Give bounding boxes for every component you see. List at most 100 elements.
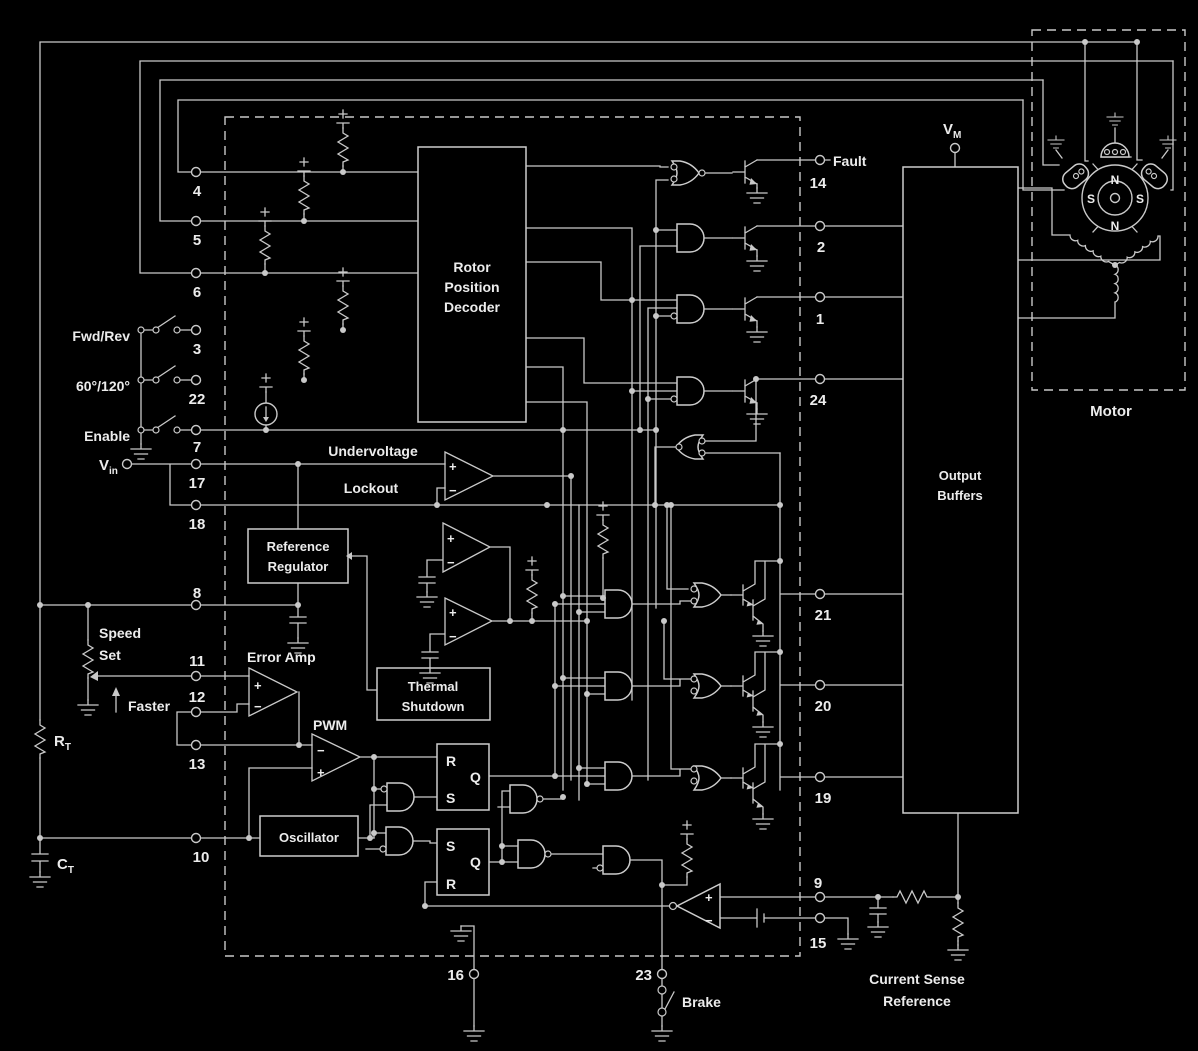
pwm-plus: +: [317, 765, 325, 780]
pin-14-terminal: [814, 154, 826, 166]
pin-15-label: 15: [810, 935, 827, 952]
output-transistors: [730, 159, 781, 815]
pwm-minus: −: [317, 743, 325, 758]
output-buffers-block: Output Buffers: [902, 166, 1019, 814]
pin-22-terminal: [190, 374, 202, 386]
pin-22-label: 22: [189, 391, 206, 408]
decoder-label-1: Rotor: [453, 259, 491, 275]
error-amp-minus: −: [254, 699, 262, 714]
brake-switch-contact: [657, 1007, 667, 1017]
error-amp-plus: +: [254, 678, 262, 693]
pin-terminals: [121, 142, 961, 1017]
oscillator-block: Oscillator: [259, 815, 359, 857]
pin-5-terminal: [190, 215, 202, 227]
decoder-label-2: Position: [444, 279, 499, 295]
pin-18-label: 18: [189, 516, 206, 533]
pin-16-label: 16: [447, 967, 464, 984]
pin-12-label: 12: [189, 689, 206, 706]
pin-7-label: 7: [193, 439, 201, 456]
pin-6-terminal: [190, 267, 202, 279]
passive-components: [34, 109, 964, 942]
ic-boundary: [224, 116, 801, 957]
pin-10-label: 10: [193, 849, 210, 866]
rs-latch-1: R Q S: [436, 743, 490, 811]
pin-11-terminal: [190, 670, 202, 682]
pin-2-terminal: [814, 220, 826, 232]
pin-16-terminal: [468, 968, 480, 980]
refreg-label-1: Reference: [267, 539, 330, 554]
lockout-label: Lockout: [344, 480, 399, 496]
uv-comp2-minus: −: [447, 555, 455, 570]
pin-7-terminal: [190, 424, 202, 436]
pin-12-terminal: [190, 706, 202, 718]
vm-label: VM: [943, 121, 961, 141]
current-sense-comparator: [675, 882, 721, 930]
pin-1-label: 1: [816, 311, 824, 328]
pin-17-label: 17: [189, 475, 206, 492]
hall-sensor-right-icon: [1140, 163, 1168, 190]
pin-13-label: 13: [189, 756, 206, 773]
pot-wiper-arrow-icon: [90, 671, 98, 681]
pin-4-terminal: [190, 166, 202, 178]
pin-23-terminal: [656, 968, 668, 980]
reference-regulator-block: Reference Regulator: [247, 528, 352, 584]
rotor-position-decoder-block: Rotor Position Decoder: [417, 146, 527, 423]
current-sense-label-1: Current Sense: [869, 971, 965, 987]
pin-20-label: 20: [815, 698, 832, 715]
vin-label: Vin: [99, 457, 118, 477]
pin-3-label: 3: [193, 341, 201, 358]
fwd-rev-label: Fwd/Rev: [72, 328, 130, 344]
pin-20-terminal: [814, 679, 826, 691]
rs-latch-2: S Q R: [436, 828, 490, 896]
motor-symbol: N S S N: [1047, 112, 1177, 233]
pin-24-terminal: [814, 373, 826, 385]
pin-15-terminal: [814, 912, 826, 924]
thermal-label-1: Thermal: [408, 679, 459, 694]
pin-23-label: 23: [635, 967, 652, 984]
motor-boundary: [1031, 29, 1186, 391]
output-buffers-label-1: Output: [939, 468, 982, 483]
undervoltage-label: Undervoltage: [328, 443, 418, 459]
refreg-label-2: Regulator: [268, 559, 329, 574]
brake-label: Brake: [682, 994, 721, 1010]
vm-terminal: [949, 142, 961, 154]
decoder-label-3: Decoder: [444, 299, 501, 315]
pin-11-label: 11: [189, 653, 205, 670]
uv-comp2-plus: +: [447, 531, 455, 546]
cs-comp-plus: +: [705, 890, 713, 905]
pin-9-label: 9: [814, 875, 822, 892]
pin-6-label: 6: [193, 284, 201, 301]
text-labels: 4 5 6 3 22 7 17 18 8 11 12 13 10 14 2 1 …: [54, 121, 1132, 1010]
pin-13-terminal: [190, 739, 202, 751]
pin-9-terminal: [814, 891, 826, 903]
latch1-s: S: [446, 790, 455, 806]
output-buffers-label-2: Buffers: [937, 488, 983, 503]
logic-gates: [379, 160, 722, 875]
pin-1-terminal: [814, 291, 826, 303]
junction-dots: [37, 39, 1140, 909]
pin-14-label: 14: [810, 175, 827, 192]
speed-label: Speed: [99, 625, 141, 641]
degrees-label: 60°/120°: [76, 378, 130, 394]
latch2-s: S: [446, 838, 455, 854]
latch2-r: R: [446, 876, 456, 892]
rotor-pole-s-right: S: [1136, 192, 1144, 206]
set-label: Set: [99, 647, 121, 663]
thermal-label-2: Shutdown: [402, 699, 465, 714]
pin-3-terminal: [190, 324, 202, 336]
comparators: + − + − + − + − − + + −: [254, 459, 721, 930]
thermal-shutdown-block: Thermal Shutdown: [376, 667, 491, 721]
pin-8-terminal: [190, 599, 202, 611]
pin-4-label: 4: [193, 183, 202, 200]
pin-2-label: 2: [817, 239, 825, 256]
brake-switch-contact: [657, 985, 667, 995]
pin-8-label: 8: [193, 585, 201, 602]
latch1-q: Q: [470, 769, 481, 785]
rt-label: RT: [54, 733, 71, 753]
pin-10-terminal: [190, 832, 202, 844]
current-sense-label-2: Reference: [883, 993, 951, 1009]
latch2-q: Q: [470, 854, 481, 870]
vin-terminal: [121, 458, 133, 470]
hall-sensor-left-icon: [1062, 163, 1090, 190]
